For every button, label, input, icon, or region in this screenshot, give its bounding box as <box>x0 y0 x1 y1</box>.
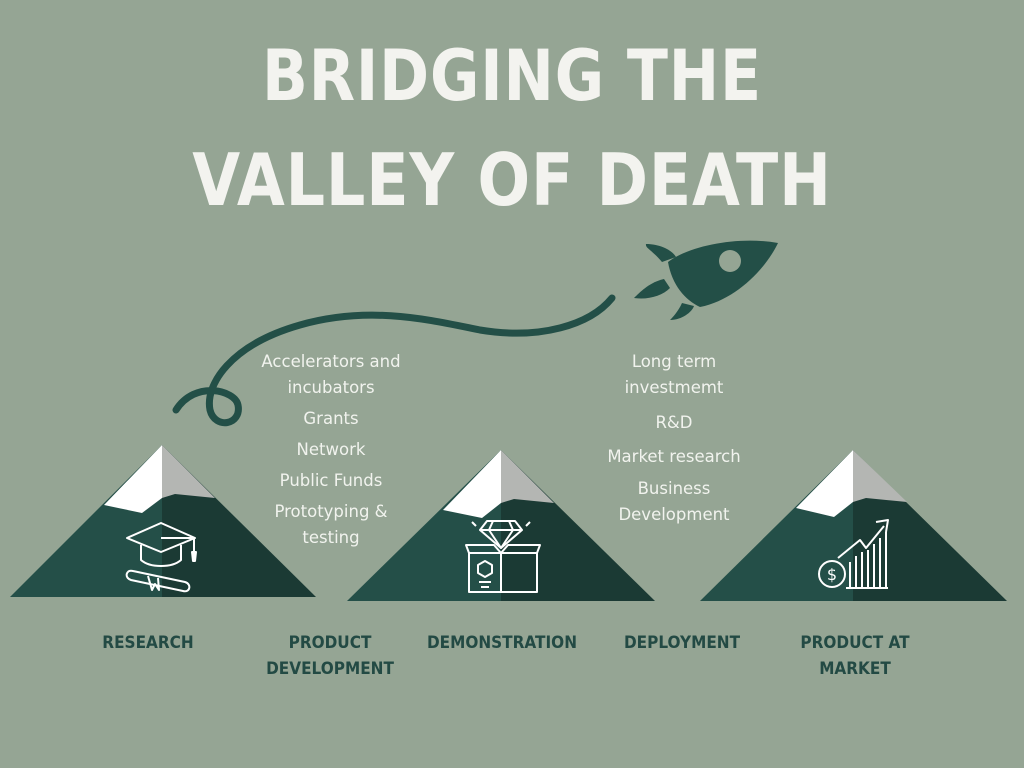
mountain-research <box>10 445 316 597</box>
deployment-needs-list: Long term investmemt R&D Market research… <box>604 349 744 533</box>
stage-label-product-at-market: PRODUCT AT MARKET <box>800 633 910 679</box>
mountain-market <box>700 450 1007 601</box>
list-item: Business Development <box>618 479 730 524</box>
stage-label-research: RESEARCH <box>102 633 194 653</box>
stage-label-deployment: DEPLOYMENT <box>623 633 741 653</box>
list-item: Long term investmemt <box>624 352 724 397</box>
funding-sources-list: Accelerators and incubators Grants Netwo… <box>252 349 410 556</box>
stage-label-demonstration: DEMONSTRATION <box>426 633 578 653</box>
rocket-icon <box>634 240 778 320</box>
money-growth-chart-icon: $ <box>818 519 889 589</box>
list-item: R&D <box>655 413 693 432</box>
list-item: Public Funds <box>279 471 383 490</box>
svg-text:$: $ <box>827 565 837 584</box>
stage-label-product-development: PRODUCT DEVELOPMENT <box>266 633 394 679</box>
diamond-box-icon <box>465 520 541 593</box>
title-line-1: BRIDGING THE <box>261 35 763 117</box>
rocket-trail <box>172 294 616 427</box>
list-item: Grants <box>303 409 359 428</box>
title-line-2: VALLEY OF DEATH <box>192 138 832 222</box>
graduation-cap-diploma-icon <box>125 522 197 593</box>
list-item: Market research <box>607 447 741 466</box>
mountain-demonstration <box>347 450 655 601</box>
list-item: Accelerators and incubators <box>261 352 401 397</box>
list-item: Network <box>296 440 366 459</box>
list-item: Prototyping & testing <box>274 502 388 547</box>
